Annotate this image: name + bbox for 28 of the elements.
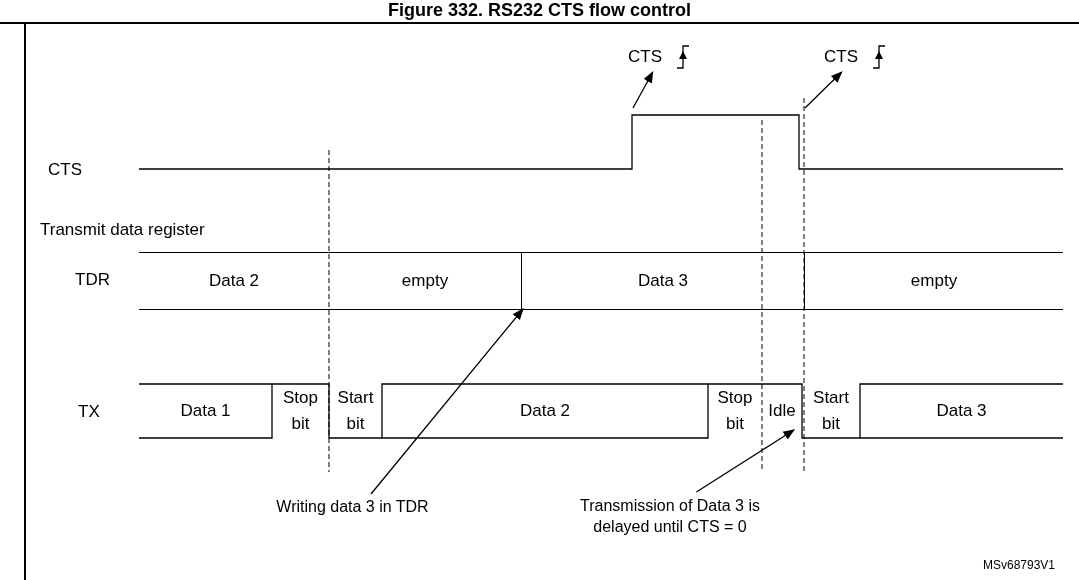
- field-label: Idle: [762, 384, 802, 438]
- field-label: Stop bit: [272, 384, 329, 438]
- figure-id: MSv68793V1: [983, 558, 1056, 572]
- register-row: [139, 252, 1063, 310]
- field-label: Data 3: [521, 251, 804, 310]
- signal-label: TDR: [75, 270, 110, 290]
- signal-label: CTS: [628, 45, 662, 68]
- leader-arrow: [695, 429, 795, 493]
- annotation-text: Transmission of Data 3 is delayed until CTS = 0: [560, 492, 780, 542]
- field-label: Start bit: [802, 384, 860, 438]
- leader-arrow: [370, 308, 524, 495]
- leader-arrow: [632, 70, 654, 109]
- row-label: Transmit data register: [40, 220, 205, 240]
- field-label: Data 3: [860, 384, 1063, 438]
- field-label: Data 2: [382, 384, 708, 438]
- signal-label: CTS: [824, 45, 858, 68]
- field-label: Start bit: [329, 384, 382, 438]
- annotation-text: Writing data 3 in TDR: [245, 495, 460, 519]
- signal-label: TX: [78, 402, 100, 422]
- field-label: empty: [804, 251, 1063, 310]
- field-label: Data 1: [139, 384, 272, 438]
- field-label: empty: [329, 251, 521, 310]
- field-label: Stop bit: [708, 384, 762, 438]
- signal-label: CTS: [48, 160, 82, 180]
- leader-arrow: [804, 71, 843, 109]
- field-label: Data 2: [139, 251, 329, 310]
- cts-waveform: [138, 114, 1064, 170]
- figure-title: Figure 332. RS232 CTS flow control: [386, 0, 693, 21]
